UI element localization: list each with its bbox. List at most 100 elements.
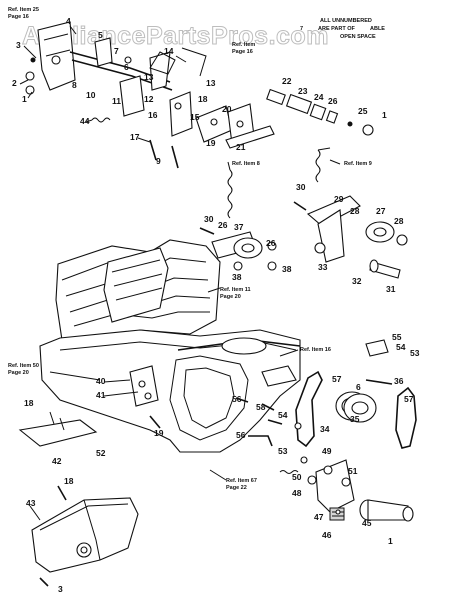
- part-label: 6: [124, 62, 129, 72]
- part-labels: 3 4 5 7 6 13 14 2 1 8 10 11 12 13 18 15 …: [12, 16, 420, 594]
- part-label: 25: [358, 106, 368, 116]
- ref-note-3-line-1: Ref. Item 9: [344, 161, 372, 167]
- part-label: 56: [232, 394, 242, 404]
- ref-note-6-line-1: Ref. Item 50: [8, 363, 39, 369]
- part-label: 9: [156, 156, 161, 166]
- ref-note-1-line-1: Ref. Item 25: [8, 7, 39, 13]
- ref-note-2-line-2: Page 16: [232, 49, 253, 55]
- part-label: 14: [164, 46, 174, 56]
- ref-note-6: Ref. Item 50 Page 20: [8, 363, 39, 376]
- part-label: 34: [320, 424, 330, 434]
- part-label: 1: [22, 94, 27, 104]
- part-label: 46: [322, 530, 332, 540]
- note-line-2: ARE PART OF: [318, 26, 356, 32]
- part-label: 5: [98, 30, 103, 40]
- ref-note-3: Ref. Item 9: [344, 161, 372, 167]
- ref-note-7-line-1: Ref. Item 16: [300, 347, 331, 353]
- pulley-assembly: [199, 147, 408, 279]
- ref-note-8-line-2: Page 22: [226, 485, 247, 491]
- part-label: 27: [376, 206, 386, 216]
- part-label: 50: [292, 472, 302, 482]
- part-label: 49: [322, 446, 332, 456]
- ref-note-1: Ref. Item 25 Page 16: [8, 7, 39, 20]
- part-label: 38: [282, 264, 292, 274]
- note-fragment-right: ABLE: [370, 26, 385, 32]
- ref-note-2-line-1: Ref. Item: [232, 42, 255, 48]
- part-label: 28: [350, 206, 360, 216]
- leader-lines: [19, 25, 341, 521]
- ref-note-5-line-1: Ref. Item 11: [220, 287, 251, 293]
- part-label: 29: [334, 194, 344, 204]
- part-label: 40: [96, 376, 106, 386]
- part-label: 15: [190, 112, 200, 122]
- ref-note-2: Ref. Item Page 16: [232, 42, 255, 55]
- ref-note-8-line-1: Ref. Item 67: [226, 478, 257, 484]
- part-label: 23: [298, 86, 308, 96]
- part-label: 8: [72, 80, 77, 90]
- ref-note-7: Ref. Item 16: [300, 347, 331, 353]
- ref-note-6-line-2: Page 20: [8, 370, 29, 376]
- part-label: 44: [80, 116, 90, 126]
- belt-cover: [31, 485, 139, 587]
- part-label: 3: [58, 584, 63, 594]
- part-label: 12: [144, 94, 154, 104]
- ref-note-5: Ref. Item 11 Page 20: [220, 287, 251, 300]
- part-label: 30: [204, 214, 214, 224]
- part-label: 31: [386, 284, 396, 294]
- part-label: 21: [236, 142, 246, 152]
- part-label: 33: [318, 262, 328, 272]
- part-label: 58: [256, 402, 266, 412]
- part-label: 52: [96, 448, 106, 458]
- ref-note-5-line-2: Page 20: [220, 294, 241, 300]
- part-label: 2: [12, 78, 17, 88]
- part-label: 36: [394, 376, 404, 386]
- ref-note-1-line-2: Page 16: [8, 14, 29, 20]
- watermark-text: AppliancePartsPros.com: [22, 22, 329, 50]
- part-label: 22: [282, 76, 292, 86]
- part-label: 13: [206, 78, 216, 88]
- part-label: 18: [198, 94, 208, 104]
- note-line-3: OPEN SPACE: [340, 34, 376, 40]
- part-label: 57: [332, 374, 342, 384]
- part-label: 18: [64, 476, 74, 486]
- part-label: 45: [362, 518, 372, 528]
- part-label: 11: [112, 96, 121, 106]
- part-label: 32: [352, 276, 362, 286]
- part-label: 38: [232, 272, 242, 282]
- part-label: 57: [404, 394, 414, 404]
- part-label: 35: [350, 414, 360, 424]
- engine-block: [18, 239, 301, 453]
- part-label: 47: [314, 512, 324, 522]
- ref-note-8: Ref. Item 67 Page 22: [226, 478, 257, 491]
- part-label: 6: [356, 382, 361, 392]
- note-line-1: ALL UNNUMBERED: [320, 18, 372, 24]
- diagram-note: ALL UNNUMBERED 7 ARE PART OF ABLE OPEN S…: [300, 18, 385, 40]
- part-label: 7: [114, 46, 119, 56]
- part-label: 55: [392, 332, 402, 342]
- top-linkage-assembly: [25, 21, 374, 169]
- belt-pulley-assembly: [248, 339, 417, 522]
- part-label: 56: [236, 430, 246, 440]
- part-label: 48: [292, 488, 302, 498]
- part-label: 17: [130, 132, 140, 142]
- part-label: 24: [314, 92, 324, 102]
- part-label: 51: [348, 466, 358, 476]
- part-label: 19: [154, 428, 164, 438]
- part-label: 53: [278, 446, 288, 456]
- ref-note-4-line-1: Ref. Item 8: [232, 161, 260, 167]
- part-label: 1: [388, 536, 393, 546]
- part-label: 28: [394, 216, 404, 226]
- part-label: 10: [86, 90, 96, 100]
- part-label: 26: [266, 238, 276, 248]
- part-label: 16: [148, 110, 158, 120]
- part-label: 4: [66, 16, 71, 26]
- part-label: 13: [144, 72, 154, 82]
- part-label: 54: [396, 342, 406, 352]
- part-label: 43: [26, 498, 36, 508]
- part-label: 18: [24, 398, 34, 408]
- part-label: 42: [52, 456, 62, 466]
- part-label: 3: [16, 40, 21, 50]
- ref-note-4: Ref. Item 8: [232, 161, 260, 167]
- part-label: 1: [382, 110, 387, 120]
